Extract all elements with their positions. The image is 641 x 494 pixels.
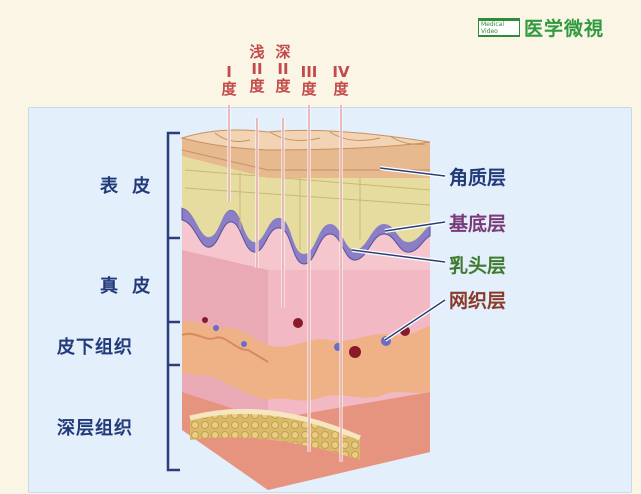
logo-mark-text: Medical Video — [479, 20, 519, 35]
label-stratum-corneum: 角质层 — [449, 167, 507, 189]
label-subcutaneous: 皮下组织 — [57, 337, 133, 358]
label-deep-tissue: 深层组织 — [57, 418, 133, 439]
degree-2-superficial: 浅 II 度 — [249, 43, 265, 95]
degree-4: IV 度 — [332, 63, 350, 98]
papillary-zone — [182, 220, 430, 270]
label-stratum-basale: 基底层 — [449, 213, 507, 235]
logo-name: 医学微視 — [524, 18, 605, 40]
layer-bracket — [166, 131, 180, 472]
degree-3: III 度 — [300, 63, 318, 98]
label-papillary-layer: 乳头层 — [449, 255, 507, 277]
logo-mark-icon: Medical Video — [478, 18, 520, 37]
label-dermis: 真 皮 — [100, 276, 155, 297]
degree-2-deep: 深 II 度 — [275, 43, 291, 95]
brand-logo: Medical Video 医学微視 — [478, 14, 604, 41]
degree-1: I 度 — [221, 63, 237, 98]
label-reticular-layer: 网织层 — [449, 290, 507, 312]
label-epidermis: 表 皮 — [100, 176, 155, 197]
